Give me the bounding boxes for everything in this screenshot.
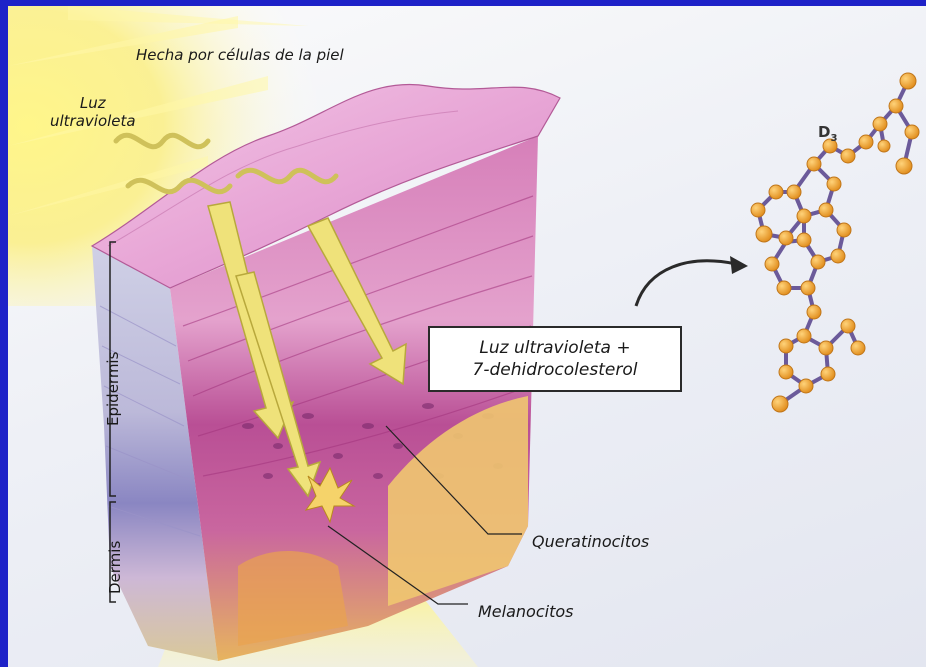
callout-line2: 7-dehidrocolesterol [430, 359, 680, 381]
illustration-panel: Hecha por células de la piel Luz ultravi… [8, 6, 926, 667]
callout-box: Luz ultravioleta + 7-dehidrocolesterol [428, 326, 682, 392]
uv-label-line2: ultravioleta [50, 112, 136, 130]
keratinocytes-label: Queratinocitos [532, 532, 649, 551]
header-caption: Hecha por células de la piel [136, 46, 344, 64]
callout-line1: Luz ultravioleta + [430, 337, 680, 359]
dermis-label: Dermis [106, 541, 124, 594]
curved-arrow-icon [636, 261, 736, 306]
uv-label: Luz ultravioleta [50, 94, 136, 130]
molecule-label: D3 [818, 123, 837, 144]
molecule-subscript: 3 [830, 133, 837, 144]
arrow-head-icon [730, 256, 748, 274]
epidermis-label: Epidermis [104, 352, 122, 426]
uv-label-line1: Luz [50, 94, 136, 112]
molecule-letter: D [818, 123, 830, 141]
melanocytes-label: Melanocitos [478, 602, 573, 621]
